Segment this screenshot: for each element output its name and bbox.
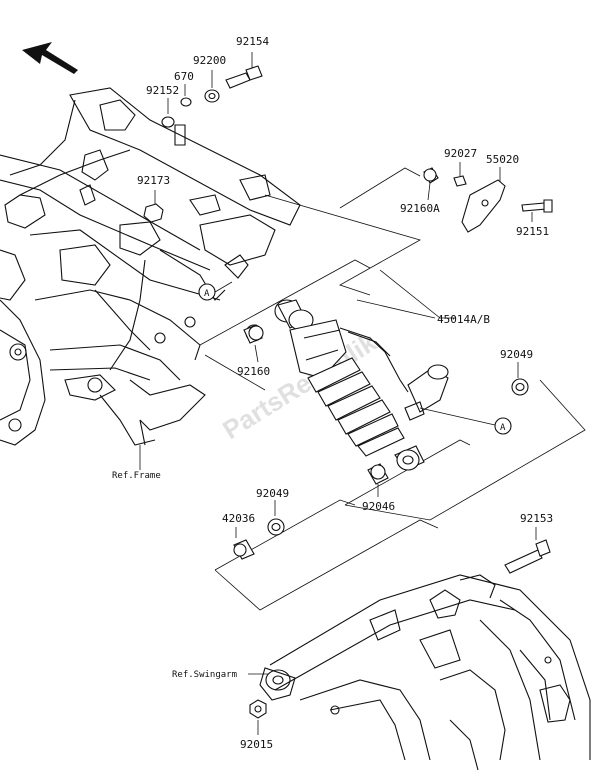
washer-92200 bbox=[204, 70, 220, 103]
label-92173: 92173 bbox=[137, 174, 170, 187]
front-arrow-icon bbox=[22, 42, 78, 74]
bolt-92154 bbox=[225, 52, 263, 89]
callout-a-frame: A bbox=[198, 281, 233, 301]
label-92160: 92160 bbox=[237, 365, 270, 378]
nut-92015 bbox=[249, 699, 267, 735]
label-670: 670 bbox=[174, 70, 194, 83]
label-92027: 92027 bbox=[444, 147, 477, 160]
bracket-55020 bbox=[461, 167, 506, 233]
label-92153: 92153 bbox=[520, 512, 553, 525]
seal-92049-upper bbox=[511, 362, 529, 396]
label-92152: 92152 bbox=[146, 84, 179, 97]
label-92160A: 92160A bbox=[400, 202, 440, 215]
sleeve-42036 bbox=[233, 527, 255, 560]
label-92200: 92200 bbox=[193, 54, 226, 67]
bolt-92151 bbox=[521, 199, 553, 222]
label-92154: 92154 bbox=[236, 35, 269, 48]
callout-a-shock: A bbox=[419, 407, 512, 435]
callout-a-shock-letter: A bbox=[500, 423, 506, 433]
bolt-92153 bbox=[504, 527, 551, 574]
callout-a-frame-letter: A bbox=[204, 289, 210, 299]
seal-92049-lower bbox=[267, 500, 285, 536]
collar-92160A bbox=[423, 167, 439, 184]
oring-670 bbox=[180, 84, 192, 107]
spacer-92027 bbox=[453, 162, 467, 187]
ref-frame-label: Ref.Frame bbox=[112, 471, 161, 481]
bracket-group-outline bbox=[264, 167, 422, 296]
nut-92173 bbox=[143, 190, 164, 223]
label-92015: 92015 bbox=[240, 738, 273, 751]
label-92049-lower: 92049 bbox=[256, 487, 289, 500]
label-92046: 92046 bbox=[362, 500, 395, 513]
label-42036: 42036 bbox=[222, 512, 255, 525]
frame-drawing bbox=[0, 87, 301, 446]
shock-absorber-45014 bbox=[274, 299, 449, 471]
label-45014: 45014A/B bbox=[437, 313, 490, 326]
lower-group-outline bbox=[214, 499, 439, 611]
collar-92046 bbox=[367, 463, 389, 497]
label-92049-upper: 92049 bbox=[500, 348, 533, 361]
label-55020: 55020 bbox=[486, 153, 519, 166]
swingarm-drawing bbox=[259, 574, 591, 771]
shock-group-outline bbox=[199, 259, 586, 521]
collar-92160 bbox=[243, 324, 264, 363]
collar-92152 bbox=[161, 98, 175, 128]
ref-swingarm-label: Ref.Swingarm bbox=[172, 670, 237, 680]
label-92151: 92151 bbox=[516, 225, 549, 238]
